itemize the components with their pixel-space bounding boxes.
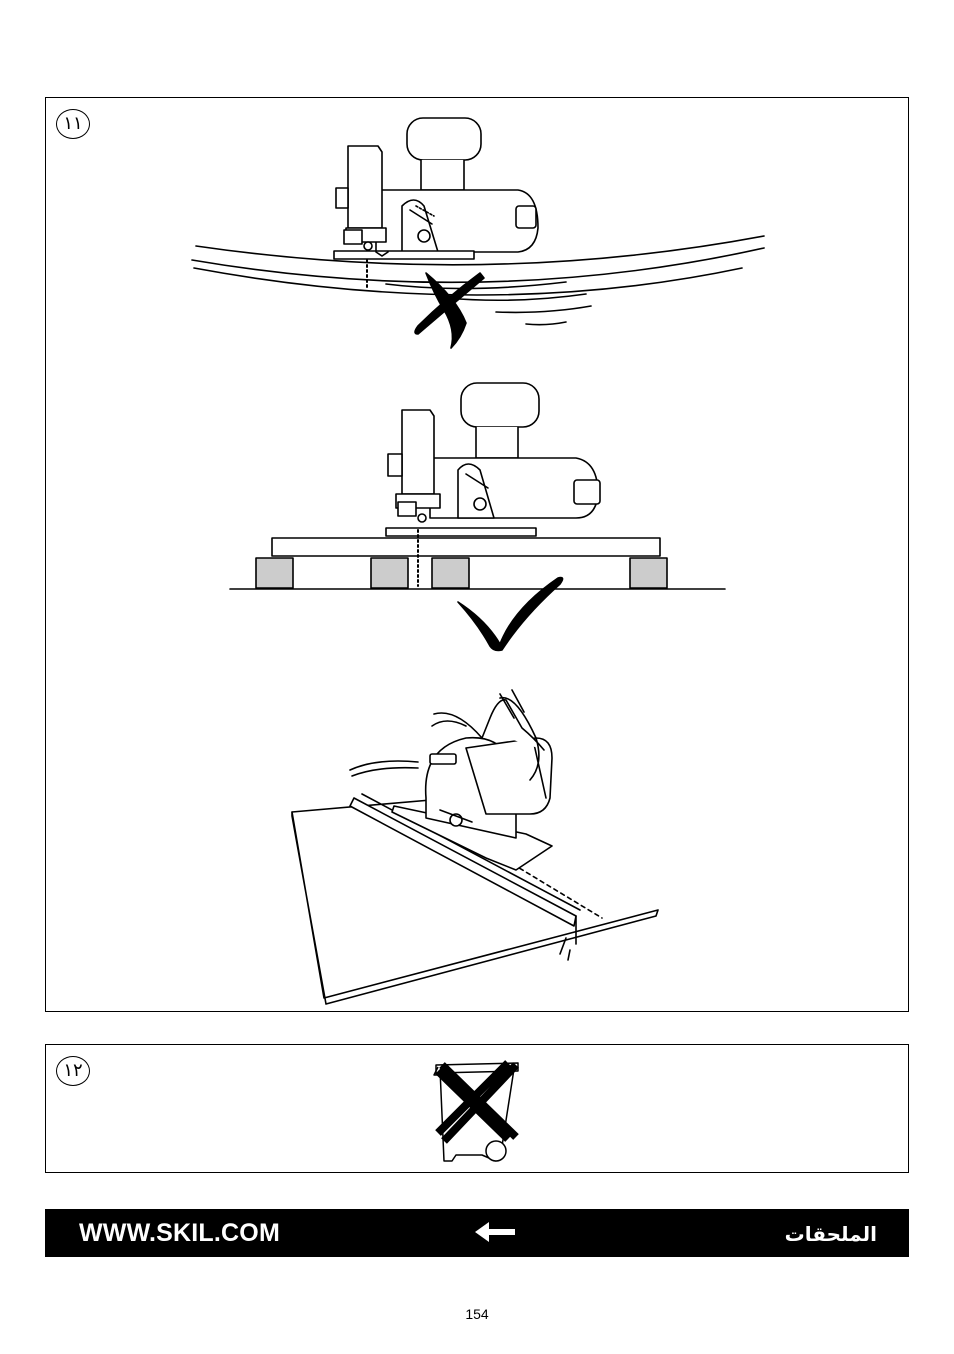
arrow-left-icon <box>475 1221 517 1243</box>
saw-on-sagging-board <box>192 118 764 348</box>
saw-on-supported-board <box>230 383 725 651</box>
crossed-out-wheelie-bin-icon <box>46 1045 908 1172</box>
website-url: WWW.SKIL.COM <box>79 1219 280 1248</box>
saw-with-guide-rail <box>292 690 658 1004</box>
footer-bar: WWW.SKIL.COM الملحقات <box>45 1209 909 1257</box>
figure-panel-11: ١١ <box>45 97 909 1012</box>
section-title: الملحقات <box>785 1222 877 1246</box>
figure-panel-12: ١٢ <box>45 1044 909 1173</box>
saw-usage-illustration <box>46 98 908 1011</box>
page-number: 154 <box>0 1306 954 1322</box>
